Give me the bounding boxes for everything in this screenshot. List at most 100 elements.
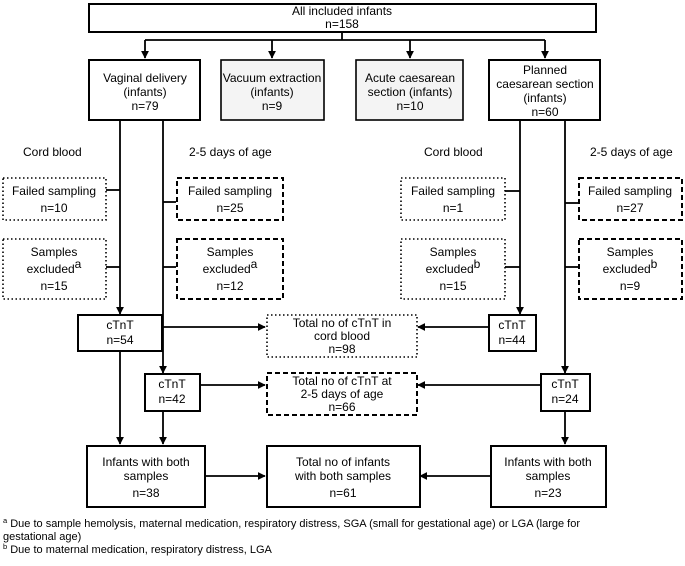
ctnt-vaginal-cord-box: cTnT n=54 (77, 314, 163, 352)
acute-caesarean-line1: Acute caesarean (365, 71, 455, 85)
footnote-mark: b (474, 257, 481, 271)
failed-count: n=25 (216, 201, 243, 215)
total-both-line1: Total no of infants (296, 455, 390, 469)
planned-caesarean-line2: caesarean section (496, 77, 593, 91)
failed-count: n=1 (443, 201, 464, 215)
footnote-mark: b (651, 257, 658, 271)
excluded-count: n=15 (439, 279, 466, 293)
both-line1: Infants with both (102, 455, 189, 469)
excluded-planned-days-box: Samples excludedb n=9 (578, 238, 683, 300)
all-infants-label: All included infants (292, 4, 392, 18)
failed-label: Failed sampling (188, 184, 272, 198)
failed-planned-days-box: Failed sampling n=27 (578, 177, 683, 221)
both-count: n=23 (534, 486, 561, 500)
ctnt-count: n=44 (498, 333, 525, 347)
excluded-line1: Samples (207, 245, 254, 259)
planned-caesarean-line1: Planned (523, 63, 567, 77)
excluded-line1: Samples (430, 245, 477, 259)
all-infants-count: n=158 (325, 17, 359, 31)
excluded-count: n=9 (620, 279, 641, 293)
planned-caesarean-line3: (infants) (523, 91, 566, 105)
footnote-b: b Due to maternal medication, respirator… (3, 542, 683, 557)
vacuum-extraction-line2: (infants) (250, 85, 293, 99)
excluded-line2: excluded (426, 262, 474, 276)
total-cord-blood-box: Total no of cTnT in cord blood n=98 (266, 314, 418, 358)
excluded-line2: excluded (603, 262, 651, 276)
total-cord-count: n=98 (328, 342, 355, 356)
excluded-planned-cord-box: Samples excludedb n=15 (400, 238, 506, 300)
both-line2: samples (526, 469, 571, 483)
ctnt-vaginal-days-box: cTnT n=42 (144, 373, 201, 412)
svg-text:excludeda: excludeda (203, 257, 258, 276)
acute-caesarean-count: n=10 (396, 99, 423, 113)
excluded-vaginal-days-box: Samples excludeda n=12 (176, 238, 284, 300)
vacuum-extraction-line1: Vacuum extraction (223, 71, 322, 85)
header-days-right: 2-5 days of age (590, 145, 673, 159)
total-cord-line1: Total no of cTnT in (293, 316, 392, 330)
vaginal-delivery-count: n=79 (131, 99, 158, 113)
failed-label: Failed sampling (588, 184, 672, 198)
header-days-left: 2-5 days of age (189, 145, 272, 159)
footnote-a-text-line1: Due to sample hemolysis, maternal medica… (7, 518, 581, 530)
footnote-a-continuation: gestational age) (3, 531, 683, 544)
footnote-b-mark: b (3, 542, 8, 551)
all-infants-box: All included infants n=158 (88, 3, 597, 33)
both-line1: Infants with both (504, 455, 591, 469)
excluded-count: n=15 (40, 279, 67, 293)
both-count: n=38 (132, 486, 159, 500)
footnote-a: a Due to sample hemolysis, maternal medi… (3, 516, 683, 531)
planned-caesarean-box: Planned caesarean section (infants) n=60 (488, 59, 601, 121)
footnotes: a Due to sample hemolysis, maternal medi… (3, 516, 683, 557)
acute-caesarean-box: Acute caesarean section (infants) n=10 (355, 59, 464, 121)
footnote-a-mark: a (3, 516, 8, 525)
total-both-count: n=61 (329, 486, 356, 500)
vaginal-delivery-line1: Vaginal delivery (103, 71, 187, 85)
ctnt-label: cTnT (158, 377, 186, 391)
both-line2: samples (124, 469, 169, 483)
footnote-a-text-line2: gestational age) (3, 531, 82, 543)
ctnt-planned-cord-box: cTnT n=44 (488, 314, 537, 352)
svg-text:excludeda: excludeda (27, 257, 82, 276)
total-days-line2: 2-5 days of age (301, 387, 384, 401)
footnote-b-text: Due to maternal medication, respiratory … (7, 544, 272, 556)
total-days-count: n=66 (328, 400, 355, 414)
total-cord-line2: cord blood (314, 329, 370, 343)
ctnt-count: n=54 (106, 333, 133, 347)
both-planned-box: Infants with both samples n=23 (490, 445, 607, 508)
svg-text:excludedb: excludedb (426, 257, 481, 276)
total-both-box: Total no of infants with both samples n=… (266, 445, 421, 508)
excluded-line2: excluded (27, 262, 75, 276)
failed-vaginal-cord-box: Failed sampling n=10 (2, 177, 107, 221)
excluded-line1: Samples (607, 245, 654, 259)
vaginal-delivery-line2: (infants) (123, 85, 166, 99)
ctnt-count: n=24 (551, 392, 578, 406)
excluded-line2: excluded (203, 262, 251, 276)
failed-vaginal-days-box: Failed sampling n=25 (176, 177, 284, 221)
total-days-line1: Total no of cTnT at (292, 374, 392, 388)
svg-text:excludedb: excludedb (603, 257, 658, 276)
ctnt-label: cTnT (498, 318, 526, 332)
ctnt-count: n=42 (158, 392, 185, 406)
both-vaginal-box: Infants with both samples n=38 (86, 445, 206, 508)
failed-label: Failed sampling (12, 184, 96, 198)
failed-count: n=10 (40, 201, 67, 215)
planned-caesarean-count: n=60 (531, 105, 558, 119)
footnote-mark: a (251, 257, 258, 271)
footnote-mark: a (75, 257, 82, 271)
vaginal-delivery-box: Vaginal delivery (infants) n=79 (88, 59, 201, 121)
failed-count: n=27 (616, 201, 643, 215)
total-both-line2: with both samples (294, 469, 391, 483)
ctnt-label: cTnT (551, 377, 579, 391)
failed-label: Failed sampling (411, 184, 495, 198)
acute-caesarean-line2: section (infants) (368, 85, 453, 99)
header-cord-blood-left: Cord blood (23, 145, 82, 159)
excluded-vaginal-cord-box: Samples excludeda n=15 (2, 238, 107, 300)
ctnt-planned-days-box: cTnT n=24 (540, 373, 591, 412)
ctnt-label: cTnT (106, 318, 134, 332)
total-days-box: Total no of cTnT at 2-5 days of age n=66 (266, 372, 418, 416)
excluded-line1: Samples (31, 245, 78, 259)
failed-planned-cord-box: Failed sampling n=1 (400, 177, 506, 221)
vacuum-extraction-count: n=9 (262, 99, 283, 113)
vacuum-extraction-box: Vacuum extraction (infants) n=9 (220, 59, 325, 121)
